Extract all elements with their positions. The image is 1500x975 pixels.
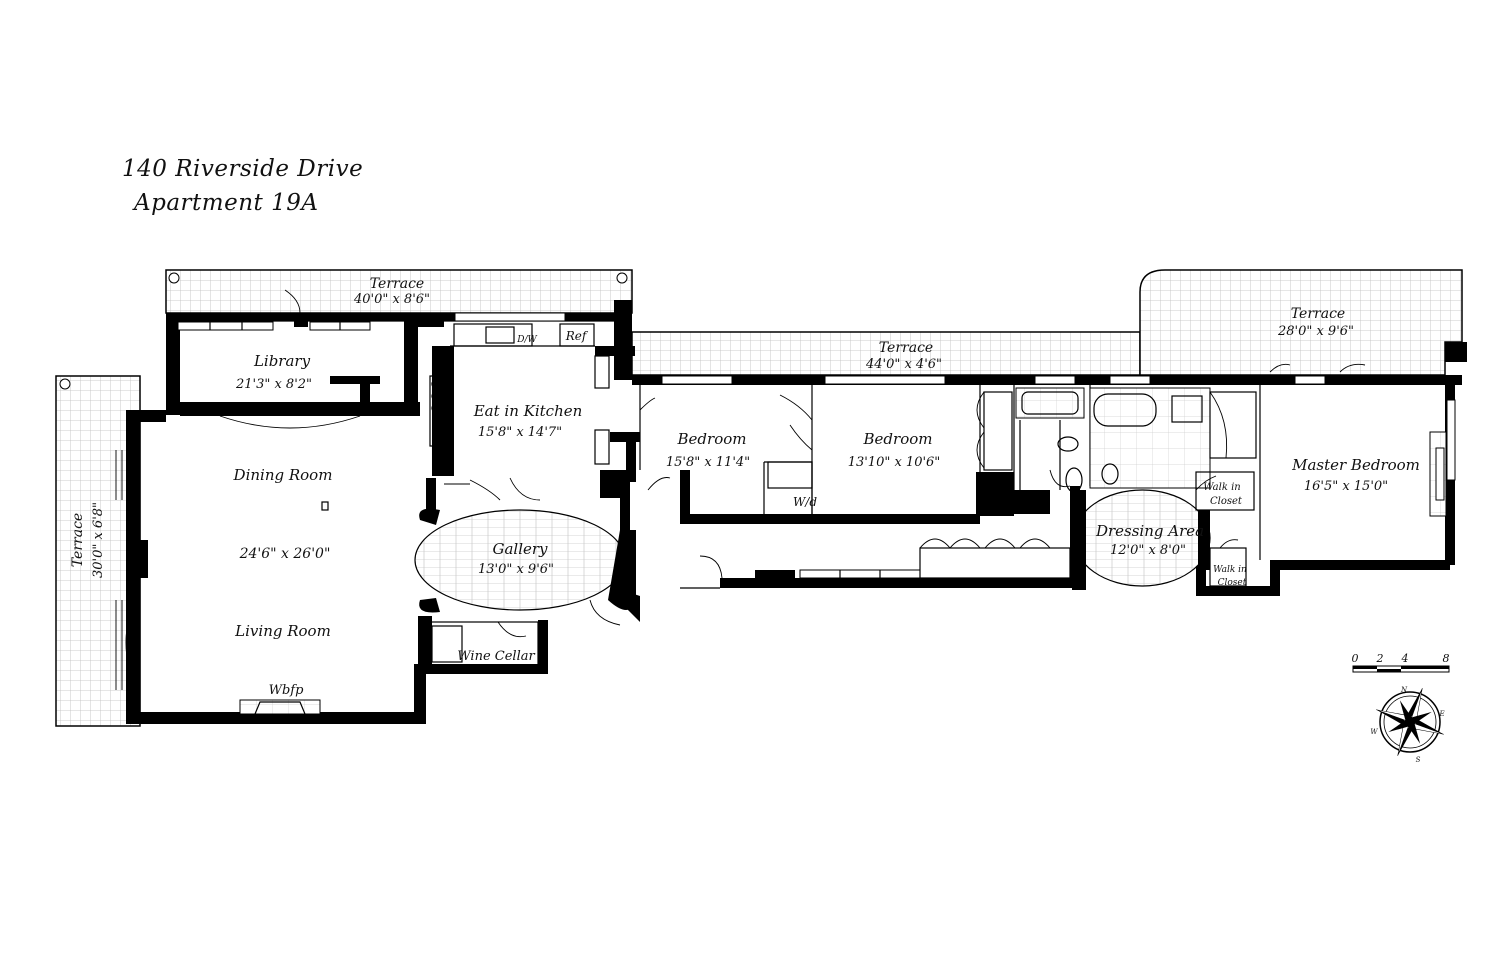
terrace-left-dim: 30'0" x 6'8" xyxy=(91,502,106,578)
wbfp-label: Wbfp xyxy=(269,683,304,698)
ref-label: Ref xyxy=(565,329,589,343)
walk-in-closet-1-line1: Walk in xyxy=(1203,482,1240,493)
terrace-top-label: Terrace xyxy=(370,276,424,292)
compass-w: W xyxy=(1370,728,1378,736)
master-bedroom-dim: 16'5" x 15'0" xyxy=(1304,479,1388,494)
terrace-middle xyxy=(631,331,1141,376)
bedroom2-dim: 13'10" x 10'6" xyxy=(848,455,941,470)
scale-tick-1: 2 xyxy=(1376,652,1384,665)
dw-label: D/W xyxy=(516,335,537,345)
dressing-ellipse xyxy=(1072,489,1211,590)
wine-cellar-label: Wine Cellar xyxy=(457,649,535,664)
scale-tick-0: 0 xyxy=(1352,652,1359,665)
master-bedroom-label: Master Bedroom xyxy=(1291,456,1420,474)
scale-tick-3: 8 xyxy=(1443,652,1450,665)
bedroom1-dim: 15'8" x 11'4" xyxy=(666,455,750,470)
doors xyxy=(321,363,1366,511)
bathroom-fixtures xyxy=(1015,387,1257,493)
dressing-area-dim: 12'0" x 8'0" xyxy=(1110,543,1186,558)
corridor-closets xyxy=(699,538,1071,584)
kitchen-fixtures xyxy=(429,323,610,465)
scale-tick-2: 4 xyxy=(1401,652,1409,665)
dressing-area-label: Dressing Area xyxy=(1095,522,1204,540)
title-line-1: 140 Riverside Drive xyxy=(122,156,364,182)
living-dining-dim: 24'6" x 26'0" xyxy=(239,546,331,562)
terrace-right xyxy=(1139,269,1463,376)
compass-e: E xyxy=(1438,710,1444,718)
terrace-mid-label: Terrace xyxy=(879,340,933,356)
compass-s: S xyxy=(1416,756,1421,764)
wine-cellar-room xyxy=(427,621,539,667)
library-label: Library xyxy=(253,352,311,370)
bedroom2-label: Bedroom xyxy=(863,430,933,448)
scale-bar: 0 2 4 8 xyxy=(1352,652,1450,673)
master-fireplace xyxy=(1429,431,1447,517)
compass-n: N xyxy=(1400,686,1408,694)
gallery-dim: 13'0" x 9'6" xyxy=(478,562,554,577)
terrace-top-dim: 40'0" x 8'6" xyxy=(353,292,430,307)
terrace-right-dim: 28'0" x 9'6" xyxy=(1277,324,1354,339)
terrace-left-label: Terrace xyxy=(70,513,86,567)
living-room-label: Living Room xyxy=(234,622,331,640)
gallery-ellipse xyxy=(414,508,640,626)
dining-room-label: Dining Room xyxy=(233,466,333,484)
title-line-2: Apartment 19A xyxy=(134,190,319,216)
room-labels: Terrace 40'0" x 8'6" Terrace 44'0" x 4'6… xyxy=(70,276,1420,698)
kitchen-dim: 15'8" x 14'7" xyxy=(478,425,562,440)
bedroom-closets xyxy=(767,391,1013,489)
windows xyxy=(177,312,1456,579)
walk-in-closet-1-line2: Closet xyxy=(1210,496,1243,507)
terrace-mid-dim: 44'0" x 4'6" xyxy=(865,357,942,372)
kitchen-label: Eat in Kitchen xyxy=(473,402,583,420)
terrace-right-label: Terrace xyxy=(1291,306,1345,322)
bedroom1-label: Bedroom xyxy=(677,430,747,448)
gallery-label: Gallery xyxy=(492,540,548,558)
walk-in-closet-2-line1: Walk in xyxy=(1213,565,1247,575)
french-doors-left xyxy=(115,289,301,701)
walk-in-closet-2-line2: Closet xyxy=(1218,578,1247,588)
living-fireplace xyxy=(239,699,321,715)
compass-rose: N E S W xyxy=(1370,686,1444,764)
walk-in-closets xyxy=(1195,471,1255,587)
wd-label: W/d xyxy=(793,495,817,509)
library-dim: 21'3" x 8'2" xyxy=(235,377,312,392)
library-arch xyxy=(219,415,361,429)
